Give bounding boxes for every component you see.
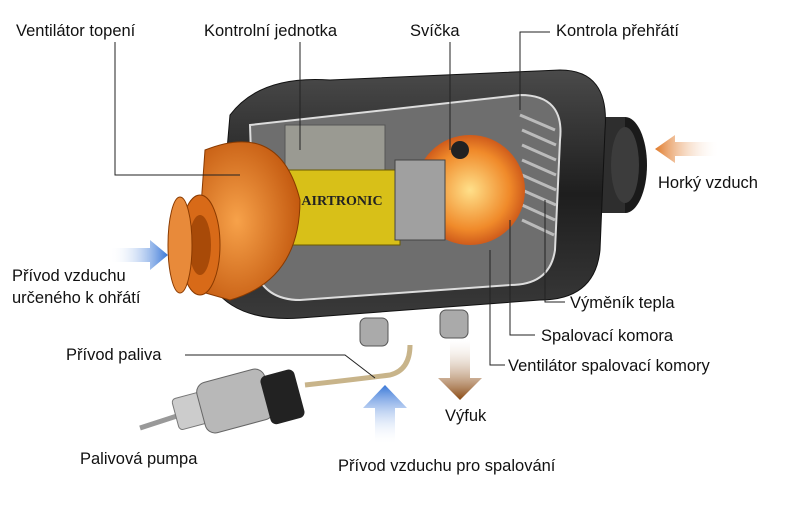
label-exhaust: Výfuk [445, 407, 487, 425]
label-hot-air: Horký vzduch [658, 174, 758, 192]
label-fuel-pump: Palivová pumpa [80, 450, 198, 468]
label-combustion-air: Přívod vzduchu pro spalování [338, 457, 556, 475]
cold-air-arrow [110, 240, 168, 270]
label-combustion-chamber: Spalovací komora [541, 327, 674, 345]
label-overheat-control: Kontrola přehřátí [556, 22, 679, 40]
label-fuel-supply: Přívod paliva [66, 346, 162, 364]
leader-lines [114, 31, 565, 379]
hot-air-arrow [655, 135, 720, 163]
label-heat-exchanger: Výměník tepla [570, 294, 675, 312]
heater-fan [167, 141, 301, 301]
label-air-intake-1: Přívod vzduchu [12, 267, 126, 285]
brand-logo: AIRTRONIC [301, 194, 382, 209]
label-combustion-fan: Ventilátor spalovací komory [508, 357, 710, 375]
fuel-line [304, 344, 413, 388]
label-heater-fan: Ventilátor topení [16, 22, 136, 40]
combustion-air-arrow [363, 385, 407, 445]
label-control-unit: Kontrolní jednotka [204, 22, 338, 40]
label-glow-plug: Svíčka [410, 22, 460, 40]
exhaust-arrow [438, 340, 482, 400]
fuel-pump [139, 368, 305, 434]
label-air-intake-2: určeného k ohřátí [12, 289, 141, 307]
heater-body: AIRTRONIC [214, 69, 606, 347]
